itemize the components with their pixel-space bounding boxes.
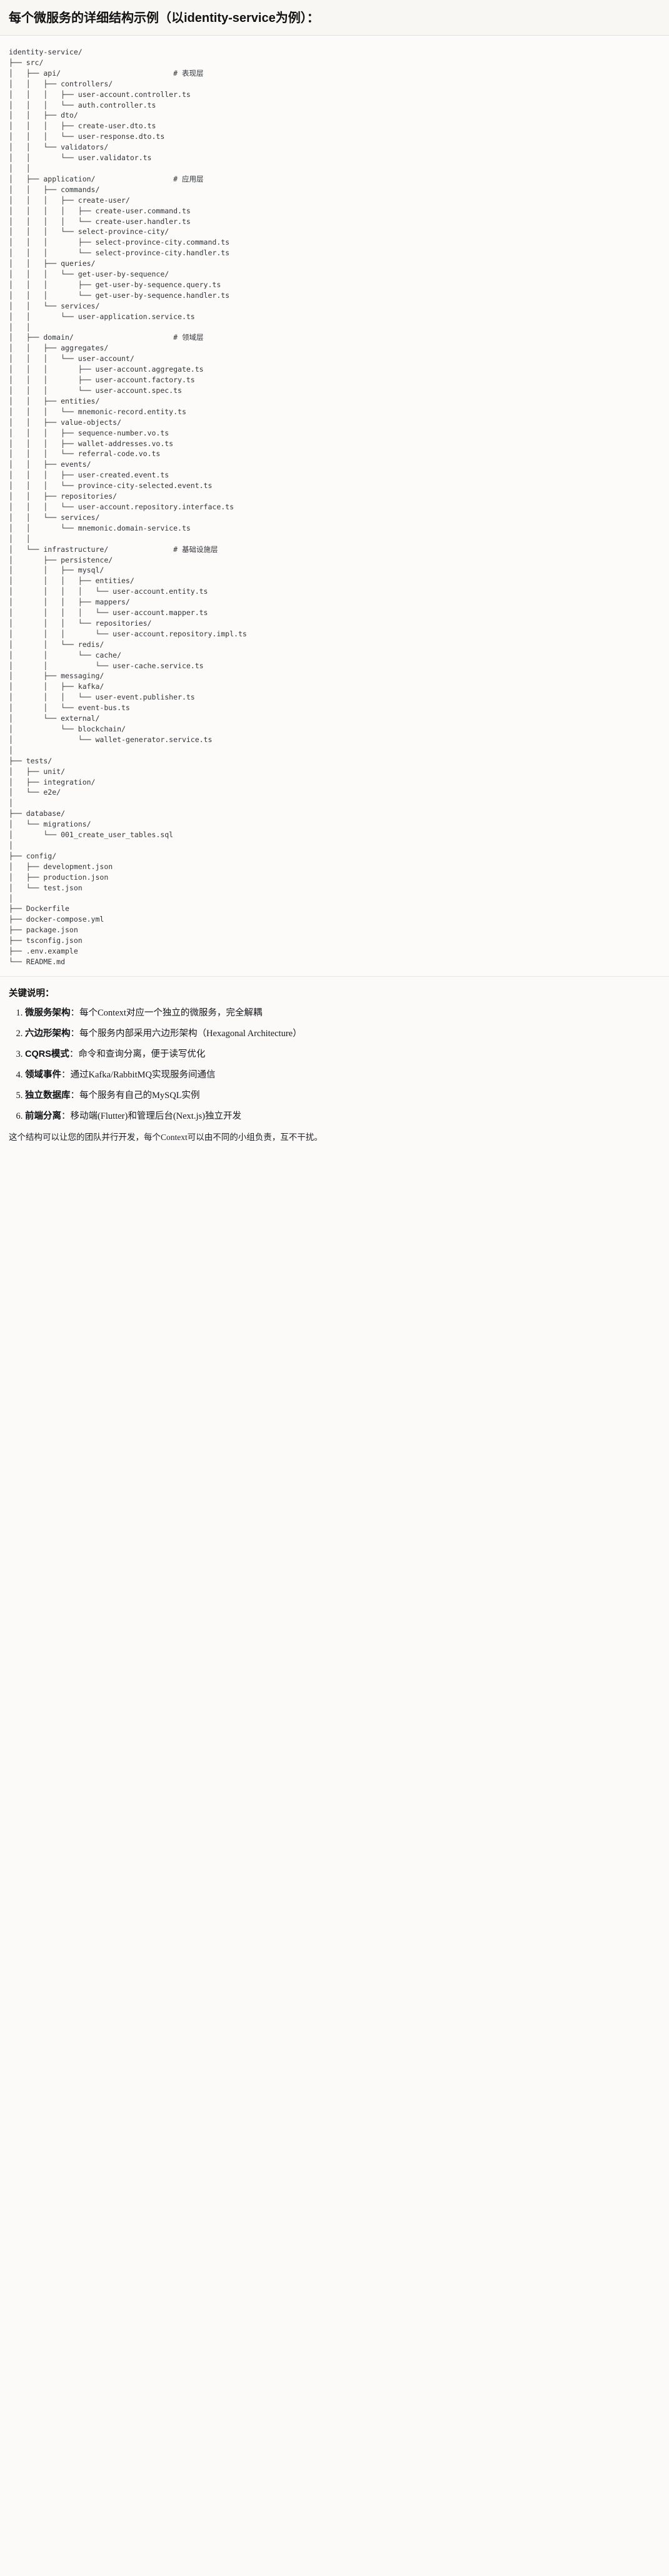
key-point-separator: ： [70, 1007, 80, 1018]
list-item: 微服务架构：每个Context对应一个独立的微服务，完全解耦 [25, 1007, 660, 1020]
key-points-list: 微服务架构：每个Context对应一个独立的微服务，完全解耦 六边形架构：每个服… [9, 1007, 660, 1123]
directory-tree-block: identity-service/ ├── src/ │ ├── api/ # … [0, 36, 669, 976]
key-points-block: 关键说明： 微服务架构：每个Context对应一个独立的微服务，完全解耦 六边形… [0, 975, 669, 1155]
document-page: 每个微服务的详细结构示例（以identity-service为例）： ident… [0, 0, 669, 1155]
key-point-term: CQRS模式 [25, 1049, 69, 1059]
closing-paragraph: 这个结构可以让您的团队并行开发，每个Context可以由不同的小组负责，互不干扰… [9, 1132, 323, 1142]
key-point-separator: ： [69, 1049, 79, 1059]
key-point-term: 前端分离 [25, 1111, 61, 1121]
key-point-term: 六边形架构 [25, 1028, 71, 1039]
key-point-description: 移动端(Flutter)和管理后台(Next.js)独立开发 [70, 1111, 241, 1121]
key-point-separator: ： [61, 1069, 71, 1080]
list-item: CQRS模式：命令和查询分离，便于读写优化 [25, 1048, 660, 1061]
key-point-description: 通过Kafka/RabbitMQ实现服务间通信 [70, 1069, 216, 1080]
key-point-separator: ： [61, 1111, 71, 1121]
key-point-term: 独立数据库 [25, 1090, 71, 1101]
key-point-separator: ： [70, 1028, 80, 1039]
directory-tree: identity-service/ ├── src/ │ ├── api/ # … [9, 48, 247, 966]
key-points-heading: 关键说明： [9, 988, 54, 999]
key-point-description: 每个Context对应一个独立的微服务，完全解耦 [79, 1007, 263, 1018]
key-point-term: 领域事件 [25, 1069, 61, 1080]
key-point-description: 每个服务有自己的MySQL实例 [79, 1090, 200, 1101]
list-item: 领域事件：通过Kafka/RabbitMQ实现服务间通信 [25, 1069, 660, 1082]
key-point-description: 每个服务内部采用六边形架构（Hexagonal Architecture） [79, 1028, 302, 1039]
key-point-term: 微服务架构 [25, 1007, 71, 1018]
page-title: 每个微服务的详细结构示例（以identity-service为例）： [9, 11, 319, 25]
list-item: 独立数据库：每个服务有自己的MySQL实例 [25, 1089, 660, 1102]
list-item: 六边形架构：每个服务内部采用六边形架构（Hexagonal Architectu… [25, 1027, 660, 1041]
key-point-description: 命令和查询分离，便于读写优化 [78, 1049, 206, 1059]
key-point-separator: ： [70, 1090, 80, 1101]
document-header: 每个微服务的详细结构示例（以identity-service为例）： [0, 0, 669, 36]
list-item: 前端分离：移动端(Flutter)和管理后台(Next.js)独立开发 [25, 1110, 660, 1123]
